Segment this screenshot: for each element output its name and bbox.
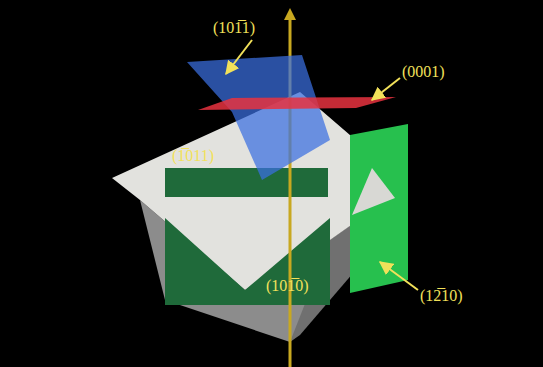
plane-label: (101̅1) xyxy=(213,18,255,37)
crystal-edge-wedge xyxy=(352,168,395,215)
plane-label: (101̅0) xyxy=(266,276,309,295)
prism-plane-a xyxy=(350,124,408,293)
leader-arrow xyxy=(380,262,418,290)
pyramid-plane xyxy=(165,168,328,197)
plane-label: (12̅10) xyxy=(420,286,463,305)
prism-plane xyxy=(165,218,330,305)
plane-label: (0001) xyxy=(402,62,445,81)
leader-arrow xyxy=(226,40,252,74)
plane-label: (1̅011) xyxy=(172,146,214,165)
basal-plane xyxy=(198,97,396,110)
leader-arrow xyxy=(372,78,400,100)
